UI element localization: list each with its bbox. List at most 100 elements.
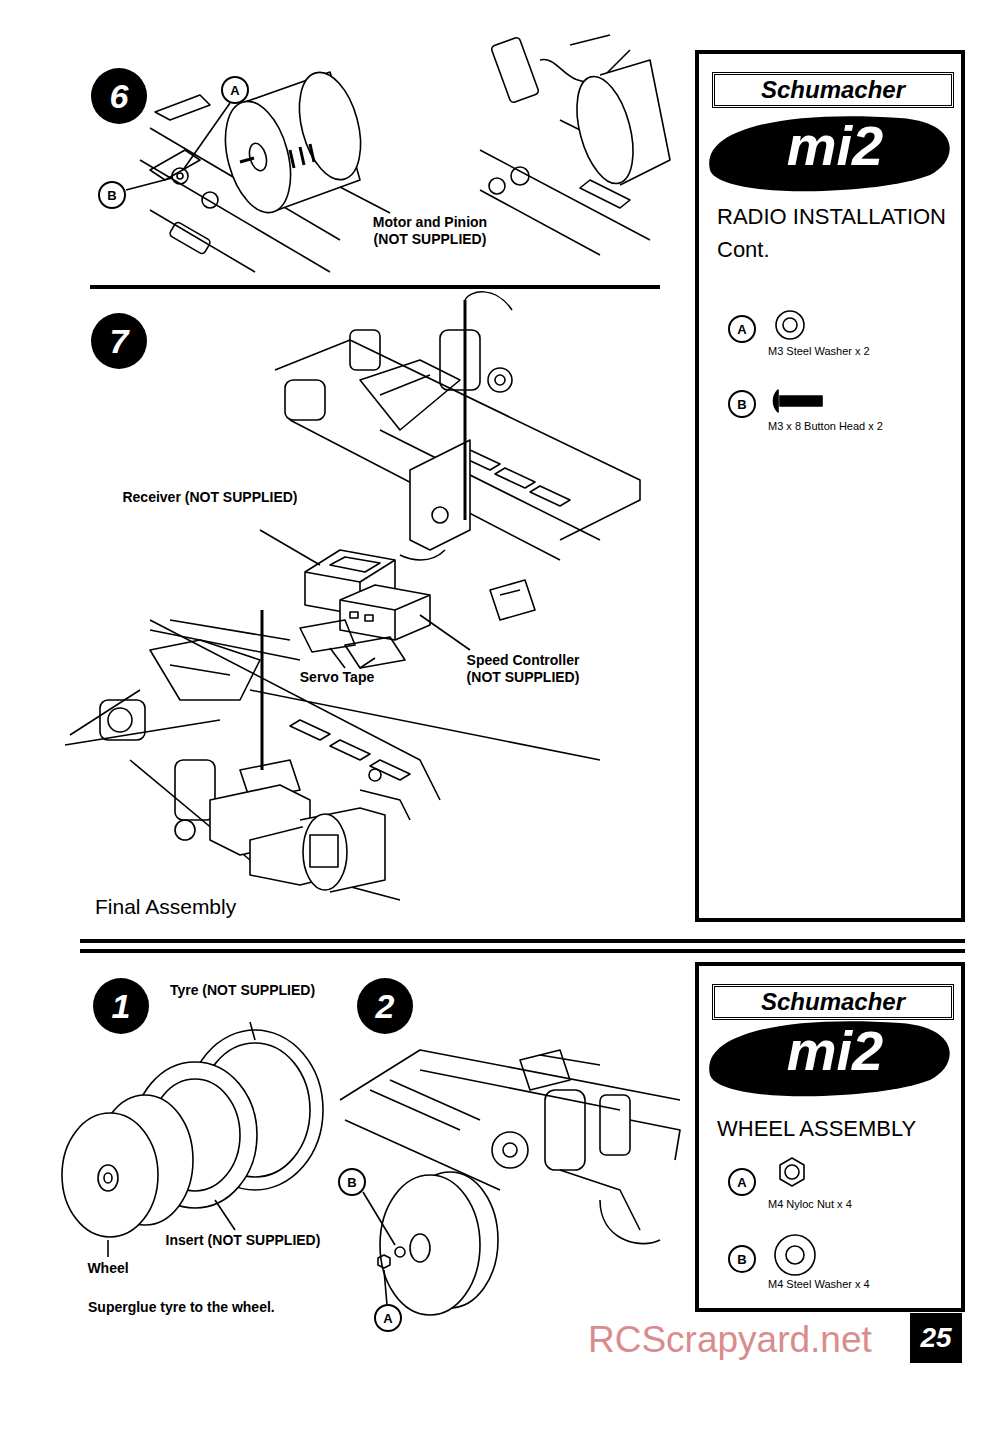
motor-drawing [240, 158, 254, 162]
instruction-note: Superglue tyre to the wheel. [88, 1299, 328, 1316]
chassis-drawing [488, 368, 512, 392]
divider-rule [90, 285, 660, 289]
chassis-drawing [490, 580, 535, 620]
divider-rule [80, 939, 965, 943]
chassis-drawing [303, 814, 347, 890]
watermark: RCScrapyard.net [588, 1318, 908, 1362]
chassis-drawing [630, 1120, 680, 1160]
chassis-drawing [440, 330, 480, 390]
callout-letter-text: B [737, 1252, 746, 1267]
chassis-drawing [503, 1143, 517, 1157]
chassis-drawing [175, 760, 215, 820]
chassis-drawing [492, 1132, 528, 1168]
chassis-drawing [300, 808, 385, 892]
motor-drawing [214, 66, 371, 220]
part-label: Servo Tape [292, 669, 382, 686]
leader-line [260, 530, 320, 565]
chassis-drawing [108, 708, 132, 732]
leader-line [183, 103, 230, 170]
speed-controller-drawing [340, 595, 430, 640]
chassis-drawing [520, 1050, 600, 1090]
callout-letter: B [728, 1245, 756, 1273]
chassis-drawing [489, 178, 505, 194]
chassis-drawing [580, 180, 630, 208]
part-icon [785, 1165, 799, 1179]
part-icon [780, 396, 822, 406]
step-number: 7 [91, 313, 147, 369]
logo-swoosh [709, 1021, 950, 1096]
part-icon [780, 1158, 804, 1186]
leader-line [363, 1192, 395, 1245]
chassis-drawing [202, 192, 218, 208]
wheel-drawing [378, 1172, 498, 1315]
chassis-drawing [567, 70, 644, 189]
wheel-drawing [378, 1255, 390, 1268]
motor-drawing [289, 66, 372, 187]
leader-line [363, 1192, 395, 1305]
parts-panel: WHEEL ASSEMBLYSchumacherAB [695, 962, 965, 1312]
receiver-drawing [330, 557, 380, 572]
chassis-drawing [290, 720, 410, 780]
leader-line [360, 658, 375, 668]
step-number: 1 [93, 978, 149, 1034]
wheel-drawing [410, 1234, 430, 1262]
chassis-drawing [432, 507, 448, 523]
chassis-drawing [465, 292, 512, 310]
brand-logo: Schumacher [712, 72, 954, 108]
chassis-drawing [340, 1050, 680, 1190]
motor-drawing [290, 144, 314, 168]
leader-line [340, 187, 390, 213]
leader-line [384, 1270, 387, 1305]
chassis-drawing [360, 790, 410, 820]
part-label: Motor and Pinion (NOT SUPPLIED) [355, 214, 505, 248]
chassis-drawing [560, 1170, 660, 1244]
callout-letter-text: B [737, 397, 746, 412]
chassis-drawing [600, 1095, 630, 1155]
callout-letter-text: A [737, 322, 746, 337]
step-number: 2 [357, 978, 413, 1034]
leader-line [260, 530, 470, 668]
logo-text: mi2 [735, 1023, 935, 1079]
speed-controller-drawing [340, 585, 430, 640]
brand-logo: Schumacher [712, 984, 954, 1020]
chassis-drawing [155, 95, 210, 120]
callout-letter-text: B [107, 188, 116, 203]
wheel-drawing [395, 1247, 405, 1257]
part-icon [783, 318, 797, 332]
part-description: M4 Steel Washer x 4 [768, 1278, 948, 1291]
page-number-text: 25 [920, 1322, 951, 1354]
chassis-drawing [177, 173, 183, 179]
chassis-drawing [100, 700, 145, 740]
motor-drawing [214, 94, 301, 220]
step-number-text: 2 [376, 987, 395, 1026]
chassis-drawing [285, 380, 325, 420]
part-label: Tyre (NOT SUPPLIED) [160, 982, 325, 999]
callout-letter: A [728, 315, 756, 343]
wheel-drawing [98, 1165, 118, 1191]
chassis-drawing [410, 440, 470, 550]
leader-line [126, 178, 172, 190]
callout-letter: A [374, 1304, 402, 1332]
part-label: Wheel [78, 1260, 138, 1277]
part-icon [786, 1246, 804, 1264]
callout-letter-text: A [737, 1175, 746, 1190]
chassis-drawing [175, 820, 195, 840]
chassis-drawing [310, 835, 338, 867]
logo-swoosh [709, 116, 950, 191]
callout-letter: B [728, 390, 756, 418]
leader-line [420, 615, 470, 650]
step-number-text: 1 [112, 987, 131, 1026]
chassis-drawing [65, 610, 600, 900]
leader-line [250, 1022, 255, 1040]
wheel-drawing [104, 1173, 112, 1183]
part-description: M4 Nyloc Nut x 4 [768, 1198, 948, 1211]
chassis-drawing [369, 769, 381, 781]
speed-controller-drawing [340, 585, 430, 640]
leader-line [107, 1240, 109, 1257]
chassis-drawing [169, 221, 212, 255]
leader-line [126, 103, 390, 213]
chassis-drawing [460, 450, 570, 506]
chassis-drawing [491, 37, 540, 104]
servo-tape-drawing [300, 620, 405, 668]
part-description: M3 x 8 Button Head x 2 [768, 420, 948, 433]
